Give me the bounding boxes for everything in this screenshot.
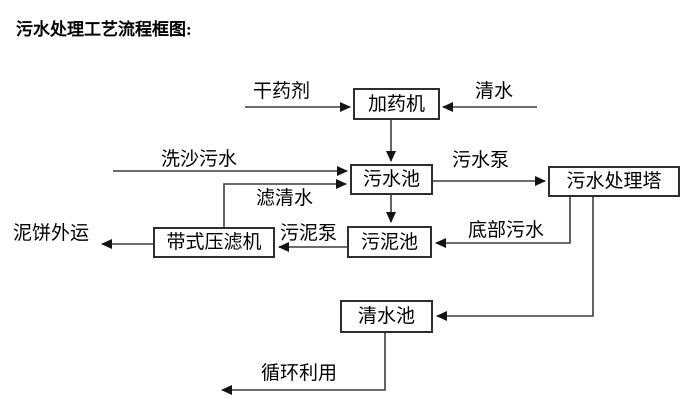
arrow-filtered-water-to-sewage-pool: [223, 179, 347, 227]
node-clean-water-pool: 清水池: [340, 300, 433, 333]
edge-label-bottom-sewage: 底部污水: [468, 220, 545, 241]
arrow-tower-to-clean-water-pool: [436, 197, 594, 321]
edge-label-sand-washing-sewage: 洗沙污水: [161, 149, 238, 170]
edge-label-mud-cake-outbound: 泥饼外运: [13, 223, 90, 244]
edge-label-recycling: 循环利用: [261, 363, 338, 384]
edge-label-clean-water: 清水: [475, 81, 514, 102]
node-sludge-pool: 污泥池: [347, 226, 432, 258]
arrow-bottom-sewage-to-sludge-pool: [435, 197, 571, 248]
edge-label-sewage-pump: 污水泵: [452, 150, 510, 171]
page-title: 污水处理工艺流程框图:: [16, 20, 192, 39]
node-treatment-tower: 污水处理塔: [548, 166, 680, 197]
edge-label-dry-chemical: 干药剂: [253, 81, 311, 102]
edge-label-sludge-pump: 污泥泵: [280, 223, 338, 244]
node-sewage-pool: 污水池: [350, 164, 433, 195]
arrow-clean-water-pool-to-recycle: [221, 333, 386, 395]
edge-label-filtered-water: 滤清水: [256, 188, 314, 209]
node-belt-filter-press: 带式压滤机: [153, 227, 275, 258]
node-dosing-machine: 加药机: [353, 88, 440, 120]
